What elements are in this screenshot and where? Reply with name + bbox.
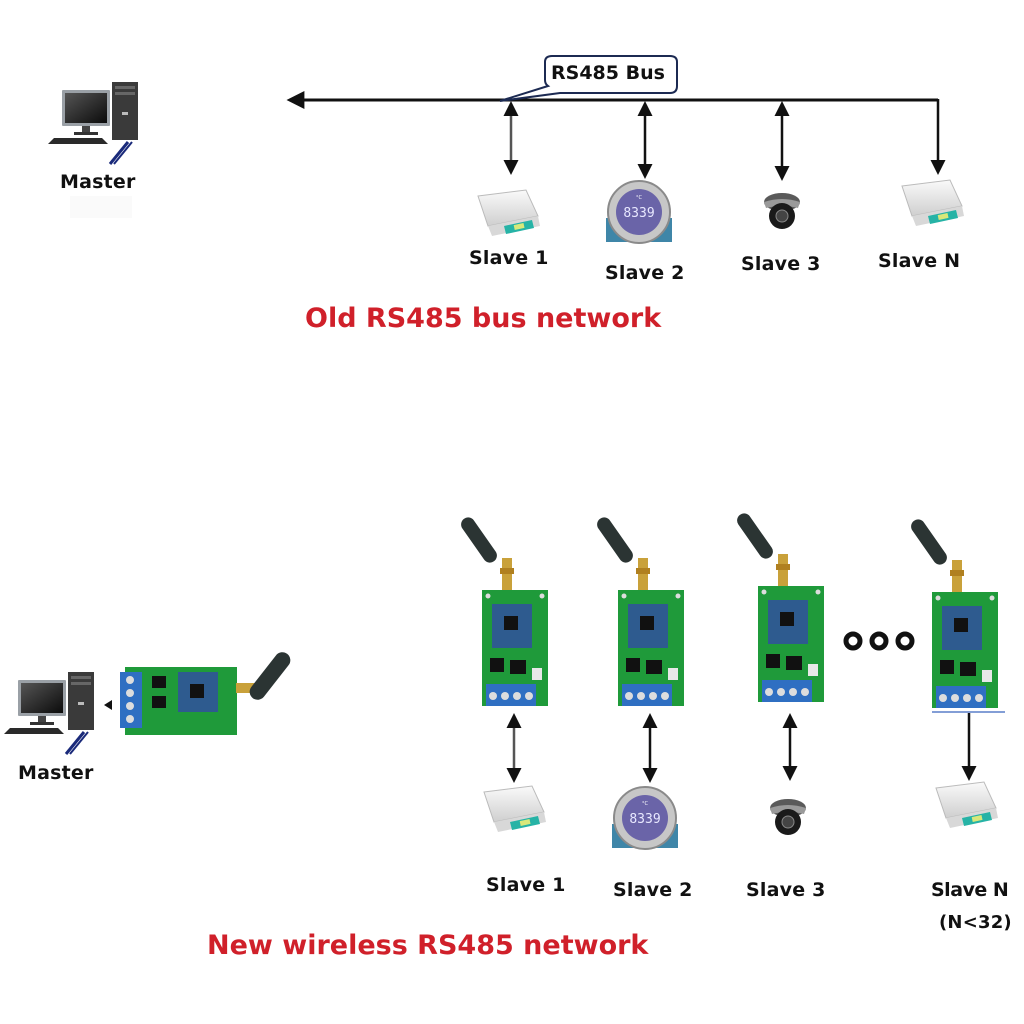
rs485-bus-label: RS485 Bus [551,62,665,84]
old-slave-2-meter-icon [605,180,673,244]
new-slave-3-camera-icon [769,798,807,836]
slave-1-wireless-module [458,514,548,706]
old-network-title: Old RS485 bus network [305,303,662,334]
new-slave-3-label: Slave 3 [746,879,826,901]
new-slave-n-label: Slave N [931,879,1009,901]
new-slave-2-meter-icon [611,786,679,850]
slave-n-wireless-module [908,516,998,708]
slave-3-wireless-module [734,510,824,702]
ellipsis-dots-icon [843,631,915,651]
old-slave-n-label: Slave N [878,250,961,272]
new-slave-2-label: Slave 2 [613,879,693,901]
old-slave-3-camera-icon [763,192,801,230]
new-slave-n-scale-icon [935,781,999,829]
old-slave-1-label: Slave 1 [469,247,549,269]
old-slave-1-scale-icon [477,189,541,237]
rs485-bus-callout [499,55,678,102]
master-wireless-module [120,652,291,735]
old-master-label: Master [60,171,136,193]
new-network-title: New wireless RS485 network [207,930,649,961]
old-slave-2-label: Slave 2 [605,262,685,284]
new-slave-1-scale-icon [483,785,547,833]
new-master-computer-icon [2,670,96,756]
new-slave-n-note: (N<32) [939,912,1012,933]
old-slave-3-label: Slave 3 [741,253,821,275]
slave-2-wireless-module [594,514,684,706]
old-slave-n-scale-icon [901,179,965,227]
new-master-label: Master [18,762,94,784]
master-link-arrow-icon [104,700,112,710]
new-slave-1-label: Slave 1 [486,874,566,896]
old-master-computer-icon [46,80,140,166]
master-label-shadow [70,196,132,218]
